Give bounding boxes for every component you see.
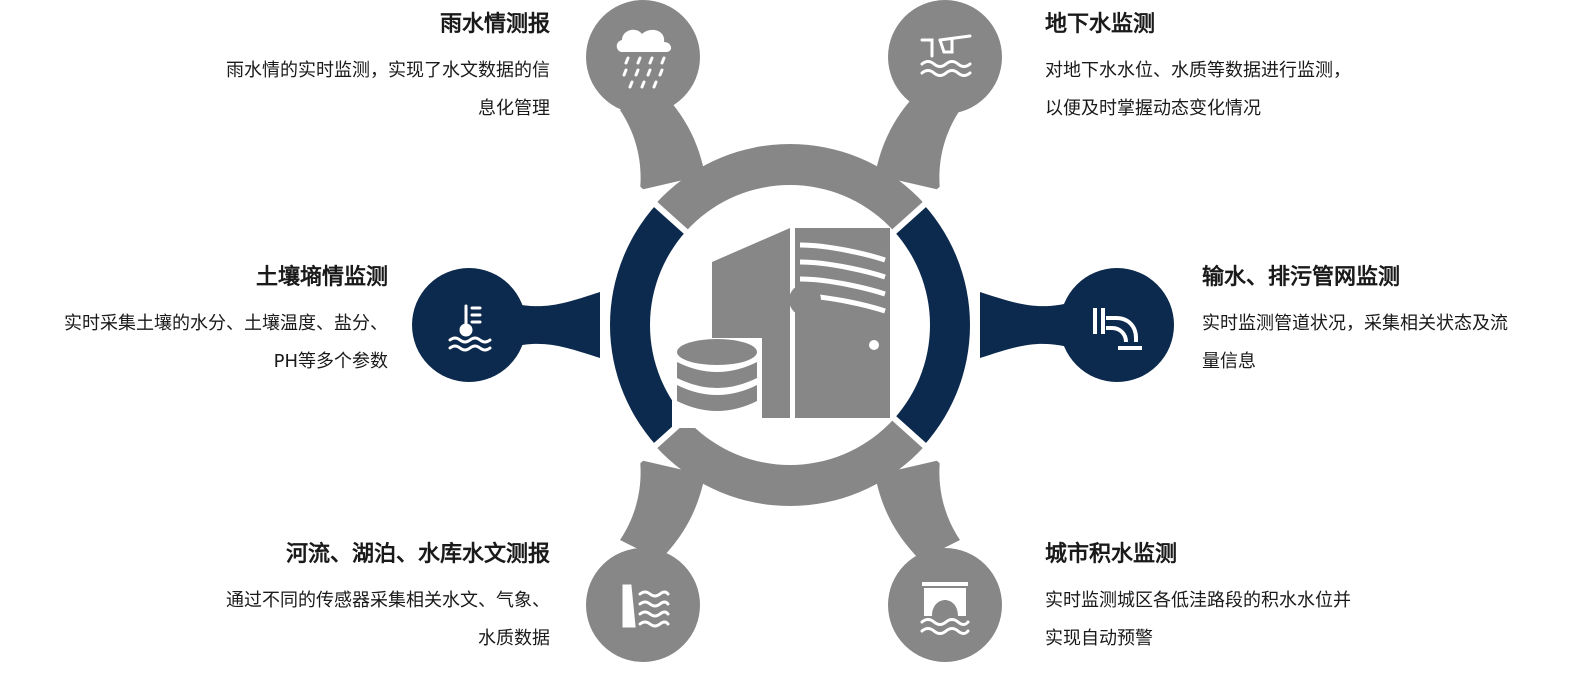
node-groundwater-circle	[888, 0, 1002, 114]
node-river-circle	[586, 548, 700, 662]
river-desc-line-2: 水质数据	[478, 628, 550, 649]
pipe-outlet-icon	[1093, 308, 1142, 350]
flooded-bridge-icon	[920, 582, 970, 635]
connector-rain	[620, 90, 705, 190]
groundwater-block: 地下水监测 对地下水水位、水质等数据进行监测， 以便及时掌握动态变化情况	[1045, 12, 1445, 128]
dam-waves-icon	[622, 584, 670, 628]
server-database-icon	[672, 228, 890, 428]
connector-urban	[875, 460, 960, 560]
soil-desc-line-2: PH等多个参数	[273, 351, 388, 372]
groundwater-desc-line-1: 对地下水水位、水质等数据进行监测，	[1045, 60, 1351, 81]
rain-desc-line-2: 息化管理	[478, 98, 550, 119]
soil-desc-line-1: 实时采集土壤的水分、土壤温度、盐分、	[64, 313, 388, 334]
node-pipe-circle	[1060, 268, 1174, 382]
urban-block: 城市积水监测 实时监测城区各低洼路段的积水水位并 实现自动预警	[1045, 542, 1445, 658]
connector-pipe	[980, 292, 1080, 358]
pipe-desc-line-2: 量信息	[1202, 351, 1256, 372]
soil-title: 土壤墒情监测	[255, 265, 388, 290]
groundwater-title: 地下水监测	[1045, 12, 1156, 37]
urban-desc-line-2: 实现自动预警	[1045, 628, 1153, 649]
connector-groundwater	[875, 90, 960, 190]
groundwater-desc-line-2: 以便及时掌握动态变化情况	[1045, 98, 1261, 119]
water-temperature-icon	[448, 304, 492, 352]
river-title: 河流、湖泊、水库水文测报	[285, 542, 550, 567]
pipe-title: 输水、排污管网监测	[1202, 265, 1401, 290]
river-block: 河流、湖泊、水库水文测报 通过不同的传感器采集相关水文、气象、 水质数据	[150, 542, 550, 658]
connector-soil	[500, 292, 600, 358]
node-rain-circle	[586, 0, 700, 114]
river-desc-line-1: 通过不同的传感器采集相关水文、气象、	[226, 590, 550, 611]
rain-block: 雨水情测报 雨水情的实时监测，实现了水文数据的信 息化管理	[150, 12, 550, 128]
connector-river	[620, 460, 705, 560]
pipe-desc-line-1: 实时监测管道状况，采集相关状态及流	[1202, 313, 1508, 334]
well-water-icon	[920, 34, 972, 77]
pipe-block: 输水、排污管网监测 实时监测管道状况，采集相关状态及流 量信息	[1202, 265, 1582, 381]
rain-title: 雨水情测报	[439, 12, 550, 37]
urban-desc-line-1: 实时监测城区各低洼路段的积水水位并	[1045, 590, 1351, 611]
soil-block: 土壤墒情监测 实时采集土壤的水分、土壤温度、盐分、 PH等多个参数	[8, 265, 388, 381]
rain-cloud-icon	[616, 29, 672, 89]
node-urban-circle	[888, 548, 1002, 662]
urban-title: 城市积水监测	[1045, 542, 1178, 567]
rain-desc-line-1: 雨水情的实时监测，实现了水文数据的信	[226, 60, 550, 81]
